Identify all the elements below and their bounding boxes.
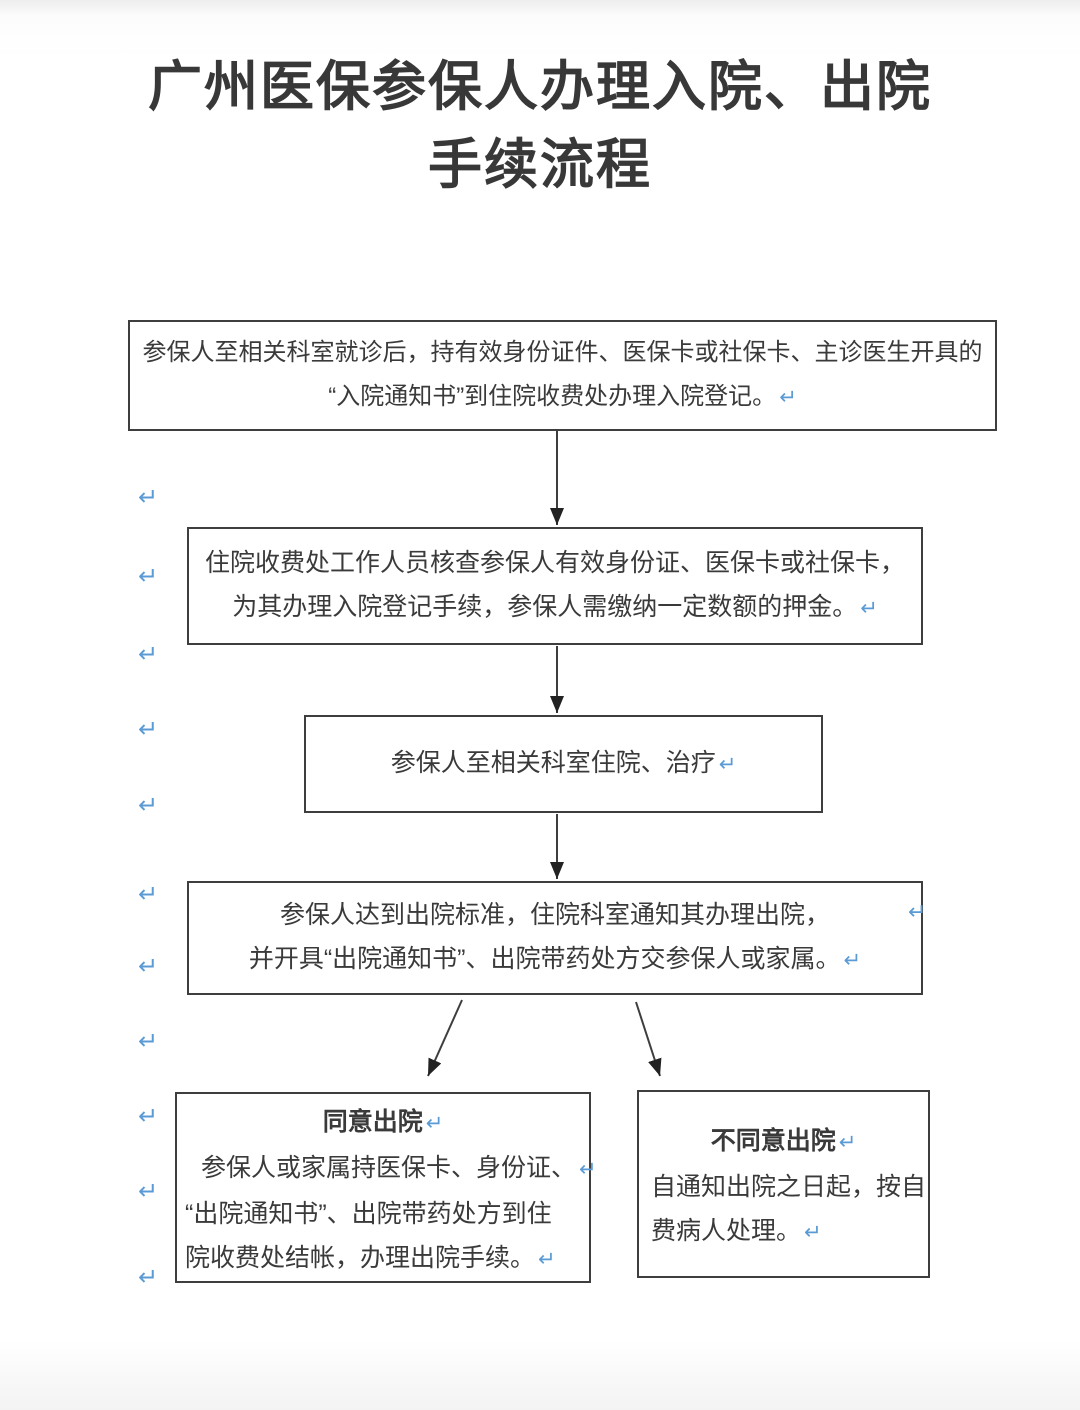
page-title-line-1: 广州医保参保人办理入院、出院 — [148, 57, 932, 117]
return-mark-icon: ↵ — [860, 597, 878, 620]
step2-line1: 住院收费处工作人员核查参保人有效身份证、医保卡或社保卡， — [189, 541, 921, 585]
flow-step1-box: 参保人至相关科室就诊后，持有效身份证件、医保卡或社保卡、主诊医生开具的 “入院通… — [128, 320, 997, 431]
disagree-line1-text: 自通知出院之日起，按自 — [651, 1173, 927, 1201]
return-mark-icon: ↵ — [138, 484, 159, 511]
step4-line2: 并开具“出院通知书”、出院带药处方交参保人或家属。↵ — [189, 937, 921, 983]
return-mark-icon: ↵ — [838, 1131, 857, 1154]
flow-disagree-discharge-box: 不同意出院↵ 自通知出院之日起，按自 费病人处理。↵ — [637, 1090, 930, 1278]
return-mark-icon: ↵ — [138, 1028, 159, 1055]
return-mark-icon: ↵ — [538, 1248, 556, 1271]
step2-line2: 为其办理入院登记手续，参保人需缴纳一定数额的押金。↵ — [189, 585, 921, 631]
return-mark-icon: ↵ — [138, 953, 159, 980]
page-title: 广州医保参保人办理入院、出院 手续流程 — [0, 48, 1080, 204]
return-mark-icon: ↵ — [843, 949, 862, 972]
step2-line2-text: 为其办理入院登记手续，参保人需缴纳一定数额的押金。 — [232, 593, 858, 621]
return-mark-icon: ↵ — [718, 753, 737, 776]
disagree-line1: 自通知出院之日起，按自 — [639, 1165, 928, 1209]
step1-line2-text: “入院通知书”到住院收费处办理入院登记。 — [328, 383, 777, 410]
return-mark-icon: ↵ — [138, 1264, 159, 1291]
agree-line2: “出院通知书”、出院带药处方到住 — [177, 1192, 589, 1236]
arrow-step4-to-agree-icon — [427, 999, 463, 1077]
return-mark-icon: ↵ — [138, 563, 159, 590]
step3-line1-text: 参保人至相关科室住院、治疗 — [390, 749, 716, 777]
return-mark-icon: ↵ — [908, 899, 927, 924]
agree-title-text: 同意出院 — [322, 1108, 423, 1136]
step3-line1: 参保人至相关科室住院、治疗↵ — [306, 741, 821, 787]
return-mark-icon: ↵ — [138, 881, 159, 908]
step1-line2: “入院通知书”到住院收费处办理入院登记。↵ — [130, 375, 995, 420]
return-mark-icon: ↵ — [138, 641, 159, 668]
step4-line2-text: 并开具“出院通知书”、出院带药处方交参保人或家属。 — [248, 945, 841, 973]
return-mark-icon: ↵ — [804, 1221, 822, 1244]
return-mark-icon: ↵ — [138, 1103, 159, 1130]
return-mark-icon: ↵ — [138, 1178, 159, 1205]
flow-agree-discharge-box: 同意出院↵ 参保人或家属持医保卡、身份证、↵ “出院通知书”、出院带药处方到住 … — [175, 1092, 597, 1283]
agree-line3-text: 院收费处结帐，办理出院手续。 — [185, 1244, 536, 1272]
step4-line1: 参保人达到出院标准，住院科室通知其办理出院， — [189, 893, 921, 937]
return-mark-icon: ↵ — [779, 386, 797, 409]
return-mark-icon: ↵ — [425, 1112, 444, 1135]
return-mark-icon: ↵ — [138, 792, 159, 819]
step2-line1-text: 住院收费处工作人员核查参保人有效身份证、医保卡或社保卡， — [204, 549, 905, 577]
return-mark-icon: ↵ — [579, 1158, 597, 1181]
agree-box-title: 同意出院↵ — [177, 1100, 589, 1146]
disagree-title-text: 不同意出院 — [710, 1127, 836, 1155]
flow-step4-box: 参保人达到出院标准，住院科室通知其办理出院， 并开具“出院通知书”、出院带药处方… — [187, 881, 923, 995]
return-mark-icon: ↵ — [138, 716, 159, 743]
disagree-box-title: 不同意出院↵ — [639, 1119, 928, 1165]
step1-line1-text: 参保人至相关科室就诊后，持有效身份证件、医保卡或社保卡、主诊医生开具的 — [142, 339, 983, 366]
disagree-line2: 费病人处理。↵ — [639, 1209, 928, 1255]
step4-line1-text: 参保人达到出院标准，住院科室通知其办理出院， — [279, 901, 830, 929]
agree-line3: 院收费处结帐，办理出院手续。↵ — [177, 1236, 589, 1282]
flow-step2-box: 住院收费处工作人员核查参保人有效身份证、医保卡或社保卡， 为其办理入院登记手续，… — [187, 527, 923, 645]
agree-line1: 参保人或家属持医保卡、身份证、↵ — [177, 1146, 597, 1192]
arrow-step4-to-disagree-icon — [635, 1001, 662, 1077]
disagree-line2-text: 费病人处理。 — [651, 1217, 802, 1245]
agree-line2-text: “出院通知书”、出院带药处方到住 — [185, 1200, 552, 1228]
page-title-line-2: 手续流程 — [428, 135, 652, 195]
flow-step3-box: 参保人至相关科室住院、治疗↵ — [304, 715, 823, 813]
step1-line1: 参保人至相关科室就诊后，持有效身份证件、医保卡或社保卡、主诊医生开具的 — [130, 331, 995, 375]
agree-line1-text: 参保人或家属持医保卡、身份证、 — [201, 1154, 577, 1182]
